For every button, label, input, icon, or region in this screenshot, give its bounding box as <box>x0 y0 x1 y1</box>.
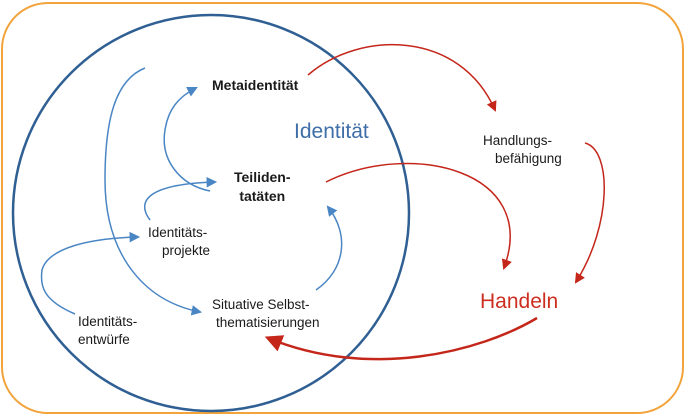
label-metaidentitaet: Metaidentität <box>212 77 299 93</box>
label-situative-line2: thematisierungen <box>216 315 320 331</box>
arrow-entwuerfe-to-projekte <box>40 231 141 315</box>
arrow-handlungsbefaehigung-to-handeln <box>574 142 605 284</box>
identity-circle <box>11 13 411 413</box>
arrow-left-loop-to-situative <box>104 67 203 316</box>
arrow-teilidentitaeten-to-handeln <box>325 162 512 270</box>
label-identitaetsentwuerfe-line2: entwürfe <box>78 332 130 348</box>
arrow-handeln-to-situative <box>264 316 538 361</box>
label-identitaetsentwuerfe: Identitäts- entwürfe <box>78 313 137 349</box>
label-handlungsbefaehigung-line2: befähigung <box>495 151 562 167</box>
label-identitaetsentwuerfe-line1: Identitäts- <box>78 314 138 329</box>
label-situative-line1: Situative Selbst- <box>212 297 310 312</box>
label-identitaetsprojekte-line2: projekte <box>162 243 211 259</box>
label-handeln: Handeln <box>480 290 559 313</box>
arrow-situative-to-teilidentitaeten <box>315 205 343 291</box>
label-teilidentitaeten-line1: Teiliden- <box>234 169 291 185</box>
label-identitaetsprojekte-line1: Identitäts- <box>148 225 208 240</box>
label-situative-selbstthematisierungen: Situative Selbst- thematisierungen <box>212 296 320 332</box>
label-identitaetsprojekte: Identitäts- projekte <box>148 224 210 260</box>
label-handlungsbefaehigung-line1: Handlungs- <box>483 133 553 148</box>
label-identitaet: Identität <box>294 120 369 143</box>
label-handlungsbefaehigung: Handlungs- befähigung <box>483 132 562 168</box>
arrow-metaidentitaet-to-handlungsbefaehigung <box>307 43 497 112</box>
label-teilidentitaeten: Teiliden- tatäten <box>234 168 291 206</box>
arrow-projekte-to-metaidentitaet <box>163 87 211 192</box>
arrow-metaidentitaet-to-teilidentitaeten <box>144 177 218 221</box>
label-teilidentitaeten-line2: tatäten <box>239 187 286 204</box>
